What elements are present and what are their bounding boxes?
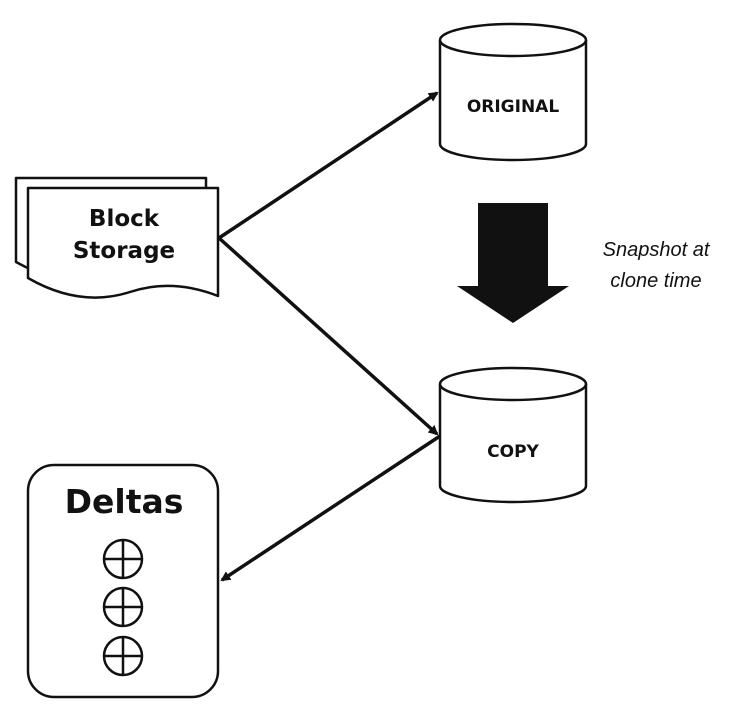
original-cylinder-body [438,40,588,162]
arrow-storage-to-copy [217,236,439,436]
deltas-box: Deltas [26,463,220,699]
arrow-copy-to-deltas [220,434,441,582]
copy-cylinder-body [438,384,588,504]
plus-circle-icon [102,635,144,677]
arrow-storage-to-original [218,91,439,240]
deltas-container [26,463,220,699]
snapshot-note-line2: clone time [610,270,701,292]
block-storage-label-line1: Block [89,206,160,232]
block-storage-label-line2: Storage [73,238,175,264]
copy-cylinder-top [438,366,588,402]
original-label: ORIGINAL [467,97,560,117]
plus-circle-icon [102,586,144,628]
snapshot-note-line1: Snapshot at [603,239,711,261]
original-database: ORIGINAL [438,22,588,162]
original-cylinder-top [438,22,588,58]
deltas-title: Deltas [65,482,184,521]
copy-label: COPY [487,442,539,462]
copy-database: COPY [438,366,588,504]
block-storage-node: Block Storage [14,176,220,299]
block-storage-front-page [26,186,220,299]
plus-circle-icon [102,538,144,580]
snapshot-down-arrow [457,203,569,323]
